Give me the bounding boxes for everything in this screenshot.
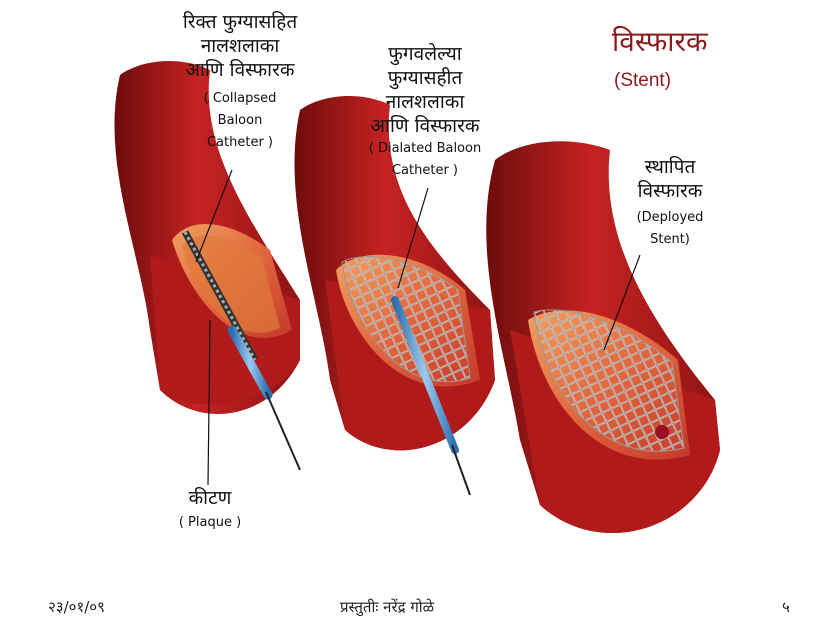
slide-subtitle: (Stent) — [614, 70, 672, 91]
footer-presenter: प्रस्तुतीः नरेंद्र गोळे — [340, 598, 435, 616]
footer-date: २३/०१/०९ — [48, 598, 105, 616]
label-deployed: स्थापित विस्फारक (Deployed Stent) — [600, 155, 740, 251]
artery-dilated — [294, 95, 495, 496]
label-collapsed-en-3: Catheter ) — [206, 135, 274, 150]
pointer-plaque — [207, 319, 211, 486]
label-plaque-mr: कीटण — [188, 487, 232, 509]
label-plaque-en: ( Plaque ) — [178, 515, 242, 530]
label-dilated-en-2: Catheter ) — [391, 163, 459, 178]
pointer-collapsed — [195, 169, 233, 263]
label-collapsed-mr-1: रिक्त फुग्यासहित — [182, 11, 298, 33]
label-collapsed-mr-2: नालशलाका — [200, 35, 280, 57]
label-dilated-mr-2: फुग्यासहीत — [387, 67, 463, 89]
artery-collapsed — [114, 60, 301, 471]
label-collapsed: रिक्त फुग्यासहित नालशलाका आणि विस्फारक (… — [150, 10, 330, 154]
artery-deployed — [486, 141, 720, 534]
pointer-deployed — [603, 254, 641, 351]
label-collapsed-mr-3: आणि विस्फारक — [185, 59, 295, 81]
label-dilated: फुगवलेल्या फुग्यासहीत नालशलाका आणि विस्फ… — [335, 42, 515, 182]
label-dilated-mr-1: फुगवलेल्या — [388, 43, 462, 65]
label-deployed-mr-1: स्थापित — [644, 156, 696, 178]
label-plaque: कीटण ( Plaque ) — [150, 486, 270, 534]
pointer-dilated — [397, 187, 429, 289]
label-dilated-en-1: ( Dialated Baloon — [368, 141, 482, 156]
label-dilated-mr-4: आणि विस्फारक — [370, 115, 480, 137]
footer-page-number: ५ — [782, 598, 790, 616]
label-deployed-en-2: Stent) — [650, 232, 690, 247]
label-deployed-mr-2: विस्फारक — [637, 180, 703, 202]
label-dilated-mr-3: नालशलाका — [385, 91, 465, 113]
label-deployed-en-1: (Deployed — [636, 210, 704, 225]
slide-title: विस्फारक — [612, 25, 708, 58]
label-collapsed-en-1: ( Collapsed — [203, 91, 277, 106]
label-collapsed-en-2: Baloon — [217, 113, 263, 128]
